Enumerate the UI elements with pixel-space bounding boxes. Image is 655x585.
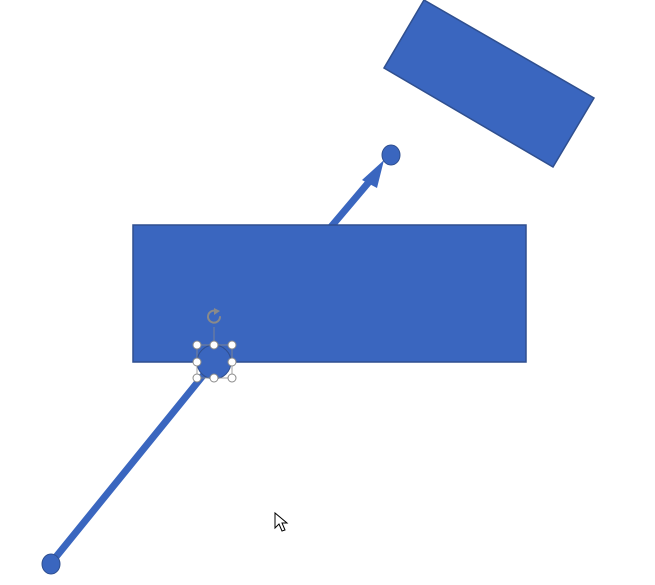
resize-handle-top-right[interactable]	[227, 340, 237, 350]
rotate-handle-icon[interactable]	[207, 308, 221, 324]
mouse-pointer-icon	[274, 511, 289, 532]
resize-handle-top-left[interactable]	[192, 340, 202, 350]
resize-handle-middle-right[interactable]	[227, 357, 237, 367]
connector-line-bottom[interactable]	[47, 358, 218, 567]
connector-line-arrow[interactable]	[326, 172, 378, 232]
oval-arrow-end[interactable]	[381, 144, 401, 166]
resize-handle-bottom-center[interactable]	[209, 373, 219, 383]
rotated-rectangle[interactable]	[382, 0, 596, 169]
large-rectangle[interactable]	[132, 224, 527, 363]
resize-handle-bottom-right[interactable]	[227, 373, 237, 383]
resize-handle-bottom-left[interactable]	[192, 373, 202, 383]
resize-handle-top-center[interactable]	[209, 340, 219, 350]
oval-line-start[interactable]	[41, 553, 61, 575]
resize-handle-middle-left[interactable]	[192, 357, 202, 367]
arrowhead-shape	[362, 160, 384, 188]
